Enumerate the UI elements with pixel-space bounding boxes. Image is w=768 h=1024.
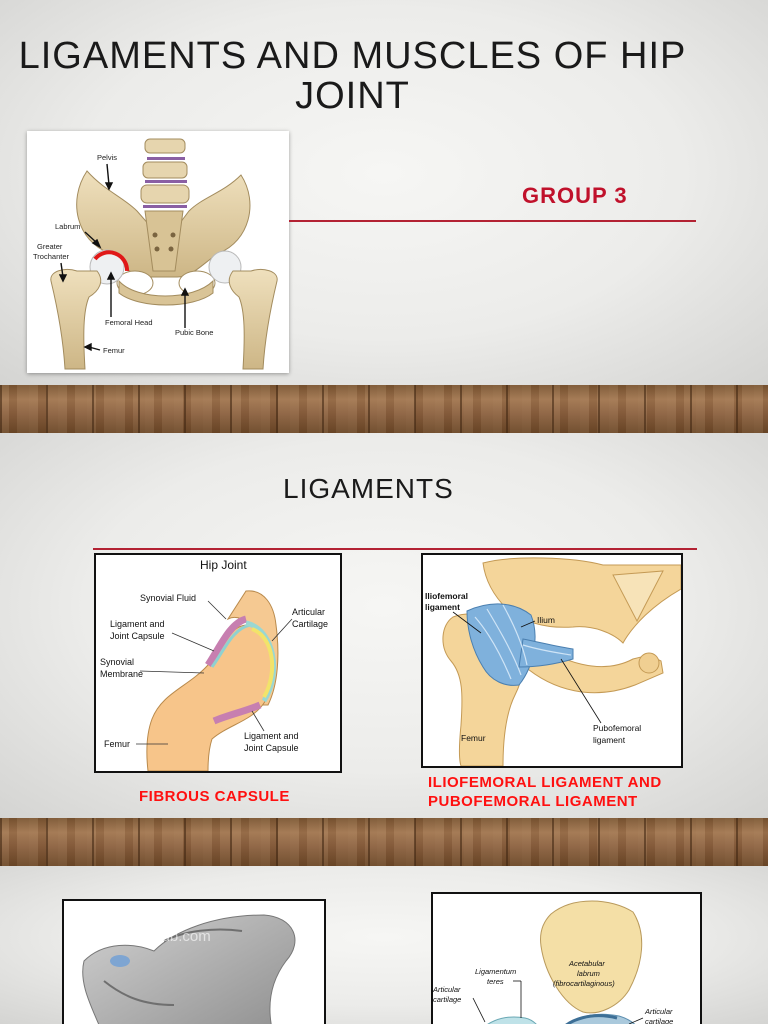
articular-cartilage-right-label-1: Articular xyxy=(644,1007,673,1016)
articular-cartilage-left-label-2: cartilage xyxy=(433,995,461,1004)
ligament-capsule-label-2: Joint Capsule xyxy=(110,631,165,641)
ligamentum-teres-label-2: teres xyxy=(487,977,504,986)
pubofemoral-label-1: Pubofemoral xyxy=(593,723,641,733)
labrum-label: Labrum xyxy=(55,222,80,231)
synovial-membrane-label-2: Membrane xyxy=(100,669,143,679)
pelvis-label: Pelvis xyxy=(97,153,117,162)
pubofemoral-label-2: ligament xyxy=(593,735,626,745)
acetabular-labrum-figure: Acetabular labrum (fibrocartilaginous) L… xyxy=(431,892,702,1024)
slide-1-title: LIGAMENTS AND MUSCLES OF HIP JOINT xyxy=(18,35,687,117)
ilium-label: Ilium xyxy=(537,615,555,625)
ligamentum-teres-label-1: Ligamentum xyxy=(475,967,516,976)
title-divider xyxy=(289,220,696,222)
pubic-bone-label: Pubic Bone xyxy=(175,328,213,337)
greater-trochanter-label-2: Trochanter xyxy=(33,252,69,261)
femoral-head-label: Femoral Head xyxy=(105,318,153,327)
slide-3: © www.kenhub.com Acetabular labrum (fibr… xyxy=(0,866,768,1024)
kenhub-pelvis-figure: © www.kenhub.com xyxy=(62,899,326,1024)
watermark-text: © www.kenhub.com xyxy=(78,928,211,945)
wood-divider xyxy=(0,818,768,866)
iliofemoral-ligament-diagram: Iliofemoral ligament Ilium Pubofemoral l… xyxy=(425,557,682,767)
acetabular-labrum-diagram: Acetabular labrum (fibrocartilaginous) L… xyxy=(432,900,673,1024)
articular-cartilage-right-label-2: cartilage xyxy=(645,1017,673,1024)
greater-trochanter-label-1: Greater xyxy=(37,242,63,251)
slide-1: LIGAMENTS AND MUSCLES OF HIP JOINT xyxy=(0,0,768,385)
wood-divider xyxy=(0,385,768,433)
iliofemoral-label-1: Iliofemoral xyxy=(425,591,468,601)
ligament-capsule-2-label-1: Ligament and xyxy=(244,731,299,741)
acetabular-label-1: Acetabular xyxy=(568,959,605,968)
synovial-membrane-label-1: Synovial xyxy=(100,657,134,667)
fibrous-capsule-figure: Hip Joint Synovial Fluid Ligament and Jo… xyxy=(94,553,342,773)
slide-2: LIGAMENTS Hip Joint Synovial Fluid Ligam… xyxy=(0,433,768,818)
ligament-capsule-2-label-2: Joint Capsule xyxy=(244,743,299,753)
hip-anatomy-figure: Pelvis Labrum Greater Trochanter Femoral… xyxy=(27,131,289,373)
articular-cartilage-label-1: Articular xyxy=(292,607,325,617)
iliofemoral-ligament-figure: Iliofemoral ligament Ilium Pubofemoral l… xyxy=(421,553,683,768)
group-label: GROUP 3 xyxy=(522,183,628,208)
title-divider xyxy=(93,548,697,550)
iliofemoral-caption: ILIOFEMORAL LIGAMENT AND PUBOFEMORAL LIG… xyxy=(428,774,662,810)
articular-cartilage-label-2: Cartilage xyxy=(292,619,328,629)
pelvis-bone-illustration: © www.kenhub.com xyxy=(78,914,296,1024)
femur-label: Femur xyxy=(103,346,125,355)
synovial-fluid-label: Synovial Fluid xyxy=(140,593,196,603)
ligament-capsule-label-1: Ligament and xyxy=(110,619,165,629)
slide-2-title: LIGAMENTS xyxy=(283,473,454,504)
femur-label: Femur xyxy=(461,733,486,743)
acetabular-label-3: (fibrocartilaginous) xyxy=(553,979,615,988)
iliofemoral-label-2: ligament xyxy=(425,602,460,612)
hip-joint-heading: Hip Joint xyxy=(200,558,247,572)
acetabular-label-2: labrum xyxy=(577,969,600,978)
articular-cartilage-left-label-1: Articular xyxy=(433,985,461,994)
femur-label: Femur xyxy=(104,739,130,749)
hip-joint-diagram: Hip Joint Synovial Fluid Ligament and Jo… xyxy=(100,558,328,772)
hip-anatomy-illustration: Pelvis Labrum Greater Trochanter Femoral… xyxy=(33,138,278,370)
fibrous-capsule-caption: FIBROUS CAPSULE xyxy=(139,788,290,805)
